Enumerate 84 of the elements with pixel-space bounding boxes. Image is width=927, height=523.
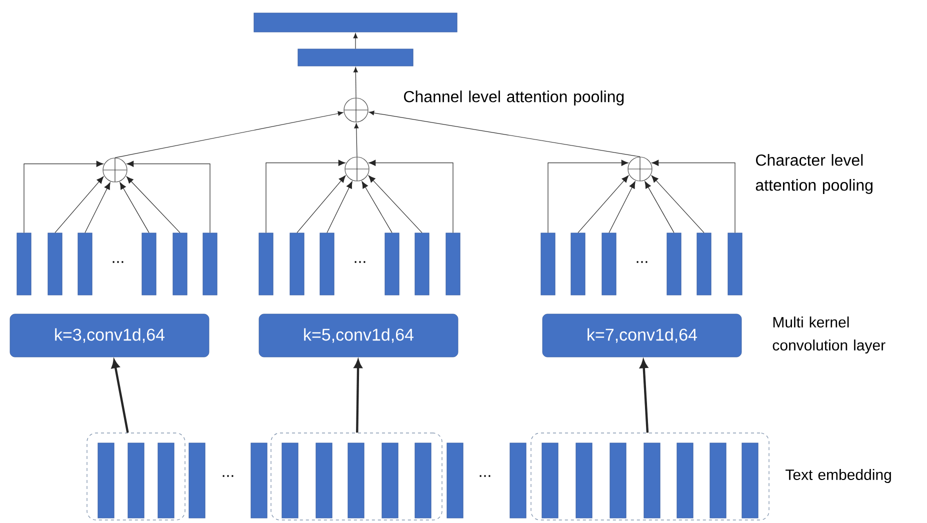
bar xyxy=(542,442,558,518)
bar xyxy=(202,232,218,296)
arrow xyxy=(368,160,454,233)
bar xyxy=(666,232,682,296)
bar xyxy=(644,442,660,518)
bar xyxy=(382,442,398,518)
bar xyxy=(316,442,332,518)
sum-circle xyxy=(102,158,128,182)
bar xyxy=(414,442,432,518)
bar xyxy=(290,232,304,296)
arrow xyxy=(353,33,358,49)
conv-box: k=7,conv1d,64 xyxy=(542,314,742,358)
ellipsis: ... xyxy=(112,261,124,263)
arrow xyxy=(266,160,346,233)
bar xyxy=(128,442,144,518)
ellipsis: ... xyxy=(480,475,490,477)
bar xyxy=(696,232,712,296)
arrow xyxy=(126,160,210,233)
side-label: Character level attention pooling xyxy=(756,154,872,194)
bar xyxy=(414,232,430,296)
bar xyxy=(676,442,694,518)
bar xyxy=(16,232,32,296)
arrow xyxy=(652,160,736,233)
bar xyxy=(510,442,526,518)
arrow xyxy=(368,175,422,233)
arrow xyxy=(24,160,104,233)
bar xyxy=(298,48,414,66)
arrow xyxy=(111,360,129,433)
arrow xyxy=(326,181,352,233)
arrow xyxy=(548,160,628,233)
arrow xyxy=(296,175,346,233)
arrow xyxy=(54,176,104,233)
bar xyxy=(570,232,586,296)
bar xyxy=(282,442,298,518)
bar xyxy=(320,232,334,296)
bar xyxy=(384,232,400,296)
dashed-group-box xyxy=(86,432,186,520)
sum-circle xyxy=(344,156,370,182)
sum-circle xyxy=(628,156,652,182)
bar xyxy=(610,442,626,518)
bar xyxy=(98,442,114,518)
arrow xyxy=(368,110,640,157)
bar xyxy=(158,442,174,518)
arrow xyxy=(126,176,180,233)
ellipsis: ... xyxy=(222,475,234,477)
arrow xyxy=(578,175,629,233)
bar xyxy=(254,12,458,32)
side-label: Channel level attention pooling xyxy=(404,90,624,106)
arrow xyxy=(353,67,358,98)
arrow xyxy=(120,182,150,233)
arrow xyxy=(354,123,359,157)
bar xyxy=(172,232,188,296)
bar xyxy=(742,442,758,518)
bar xyxy=(48,232,62,296)
bar xyxy=(78,232,92,296)
bar xyxy=(710,442,726,518)
bar xyxy=(602,232,616,296)
conv-box: k=3,conv1d,64 xyxy=(10,314,210,358)
arrow xyxy=(362,181,392,233)
arrow xyxy=(84,182,110,233)
bar xyxy=(446,232,460,296)
bar xyxy=(258,232,274,296)
bar xyxy=(576,442,592,518)
arrow xyxy=(651,175,704,233)
bar xyxy=(142,232,156,296)
bar xyxy=(540,232,556,296)
arrow xyxy=(640,360,649,433)
bar xyxy=(250,442,268,518)
arrow xyxy=(354,360,362,433)
side-label: Multi kernel convolution layer xyxy=(772,316,886,354)
bar xyxy=(728,232,742,296)
dashed-group-box xyxy=(530,432,770,520)
arrow xyxy=(114,111,344,158)
conv-box: k=5,conv1d,64 xyxy=(258,314,458,358)
side-label: Text embedding xyxy=(786,469,891,483)
sum-circle xyxy=(344,98,368,122)
bar xyxy=(348,442,364,518)
ellipsis: ... xyxy=(354,261,366,263)
ellipsis: ... xyxy=(636,261,648,263)
bar xyxy=(446,442,464,518)
dashed-group-box xyxy=(270,432,442,520)
arrow xyxy=(644,181,674,233)
bar xyxy=(188,442,206,518)
arrow xyxy=(608,181,636,233)
